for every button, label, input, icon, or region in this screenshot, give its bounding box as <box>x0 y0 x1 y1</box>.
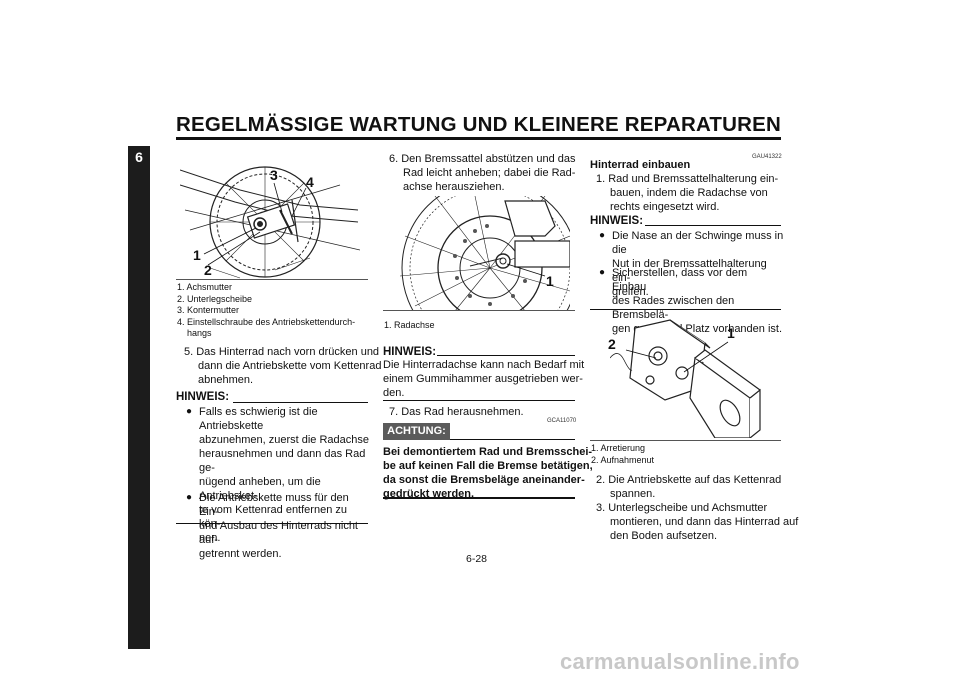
achtung-badge: ACHTUNG: <box>383 423 450 440</box>
caption-item: 1. Achsmutter <box>177 282 233 292</box>
caption-item: 1. Arretierung <box>591 443 646 453</box>
step-line: 6. Den Bremssattel abstützen und das <box>389 153 576 165</box>
figure-bracket <box>610 319 761 438</box>
page-title: REGELMÄSSIGE WARTUNG UND KLEINERE REPARA… <box>176 113 782 136</box>
bullet-icon: ● <box>599 267 606 278</box>
step-line: rechts eingesetzt wird. <box>610 201 720 213</box>
step-3: 3. Unterlegscheibe und Achsmutter montie… <box>596 501 798 543</box>
bullet-line: Falls es schwierig ist die Antriebskette <box>199 406 318 432</box>
step-7: 7. Das Rad herausnehmen. <box>389 406 524 418</box>
doc-code: GCA11070 <box>547 418 577 424</box>
caption-item: 4. Einstellschraube des Antriebskettendu… <box>177 316 356 327</box>
hinweis-label: HINWEIS: <box>590 215 644 227</box>
figure-label-1: 1 <box>727 325 735 341</box>
bullet-icon: ● <box>186 406 193 417</box>
step-line: bauen, indem die Radachse von <box>610 187 768 199</box>
text-line: Die Hinterradachse kann nach Bedarf mit <box>383 359 585 371</box>
text-line: da sonst die Bremsbeläge aneinander- <box>383 474 585 486</box>
bullet-line: Die Antriebskette muss für den Ein- <box>199 492 349 518</box>
step-line: spannen. <box>610 488 656 500</box>
text-line: einem Gummihammer ausgetrieben wer- <box>383 373 583 385</box>
step-line: 2. Die Antriebskette auf das Kettenrad <box>596 474 782 486</box>
bullet-line: nügend anheben, um die Antriebsket- <box>199 476 321 502</box>
caption-item: 2. Unterlegscheibe <box>177 293 253 304</box>
text-line: den. <box>383 387 405 399</box>
caption-rule <box>176 279 368 280</box>
page-number: 6-28 <box>466 553 488 565</box>
figure-label-4: 4 <box>306 174 314 190</box>
caption-radachse: 1. Radachse <box>384 320 435 330</box>
text-line: Bei demontiertem Rad und Bremsschei- <box>383 446 593 458</box>
bullet-line: Sicherstellen, dass vor dem Einbau <box>612 267 748 293</box>
bullet-line: des Rades zwischen den Bremsbelä- <box>612 295 735 321</box>
hinweis-end-rule <box>590 309 781 310</box>
step-1: 1. Rad und Bremssattelhalterung ein- bau… <box>596 172 778 214</box>
hinweis-text: Die Hinterradachse kann nach Bedarf mit … <box>383 358 584 400</box>
bullet-line: nen. <box>199 532 221 544</box>
figure-axle-sprocket <box>180 166 360 279</box>
hinweis-rule <box>233 402 368 403</box>
bullet-icon: ● <box>599 230 606 241</box>
hinweis-bullet-2: ● Die Antriebskette muss für den Ein- un… <box>186 491 371 561</box>
caption-list: 1. Arretierung 2. Aufnahmenut <box>591 443 654 466</box>
hinweis-label: HINWEIS: <box>176 391 230 403</box>
bullet-line: abzunehmen, zuerst die Radachse <box>199 434 369 446</box>
figure-label-2: 2 <box>204 262 212 278</box>
figure-label-1: 1 <box>193 247 201 263</box>
step-line: den Boden aufsetzen. <box>610 530 718 542</box>
caption-item: hangs <box>187 328 212 338</box>
step-line: achse herausziehen. <box>403 181 505 193</box>
step-6: 6. Den Bremssattel abstützen und das Rad… <box>389 152 576 194</box>
step-line: dann die Antriebskette vom Kettenrad <box>198 360 382 372</box>
doc-code: GAU41322 <box>752 154 782 160</box>
bullet-icon: ● <box>186 492 193 503</box>
step-line: Rad leicht anheben; dabei die Rad- <box>403 167 576 179</box>
achtung-rule <box>450 439 575 440</box>
step-line: 5. Das Hinterrad nach vorn drücken und <box>184 346 380 358</box>
bullet-line: Nut in der Bremssattelhalterung ein- <box>612 258 767 284</box>
bullet-line: te vom Kettenrad entfernen zu kön- <box>199 504 347 530</box>
hinweis-bullet-1: ● Falls es schwierig ist die Antriebsket… <box>186 405 371 545</box>
chapter-tab <box>128 146 150 649</box>
caption-rule <box>383 310 575 311</box>
caption-item: 2. Aufnahmenut <box>591 454 655 465</box>
figure-brake-disc <box>399 196 570 311</box>
section-heading: Hinterrad einbauen <box>590 159 691 171</box>
chapter-number: 6 <box>135 149 143 165</box>
step-2: 2. Die Antriebskette auf das Kettenrad s… <box>596 473 781 501</box>
bullet-line: herausnehmen und dann das Rad ge- <box>199 448 366 474</box>
step-line: abnehmen. <box>198 374 254 386</box>
watermark: carmanualsonline.info <box>560 649 800 674</box>
caption-list: 1. Achsmutter 2. Unterlegscheibe 3. Kont… <box>177 282 355 340</box>
hinweis-bullet-1: ● Die Nase an der Schwinge muss in die N… <box>599 229 784 299</box>
achtung-end-rule <box>383 497 575 499</box>
hinweis-end-rule <box>176 523 368 524</box>
step-5: 5. Das Hinterrad nach vorn drücken und d… <box>184 345 381 387</box>
bullet-line: greifen. <box>612 286 649 298</box>
achtung-text: Bei demontiertem Rad und Bremsschei- be … <box>383 445 593 501</box>
text-line: be auf keinen Fall die Bremse betätigen, <box>383 460 593 472</box>
step-line: 1. Rad und Bremssattelhalterung ein- <box>596 173 779 185</box>
step-line: 3. Unterlegscheibe und Achsmutter <box>596 502 768 514</box>
title-rule <box>176 137 781 140</box>
bullet-line: getrennt werden. <box>199 548 282 560</box>
caption-item: 3. Kontermutter <box>177 305 240 315</box>
hinweis-rule <box>645 225 781 226</box>
figure-label-3: 3 <box>270 167 278 183</box>
figure-label-2: 2 <box>608 336 616 352</box>
step-line: montieren, und dann das Hinterrad auf <box>610 516 799 528</box>
hinweis-rule <box>437 355 575 356</box>
bullet-line: Die Nase an der Schwinge muss in die <box>612 230 784 256</box>
caption-rule <box>590 440 781 441</box>
hinweis-end-rule <box>383 400 575 401</box>
hinweis-label: HINWEIS: <box>383 346 437 358</box>
figure-label-axle: 1 <box>546 273 554 289</box>
